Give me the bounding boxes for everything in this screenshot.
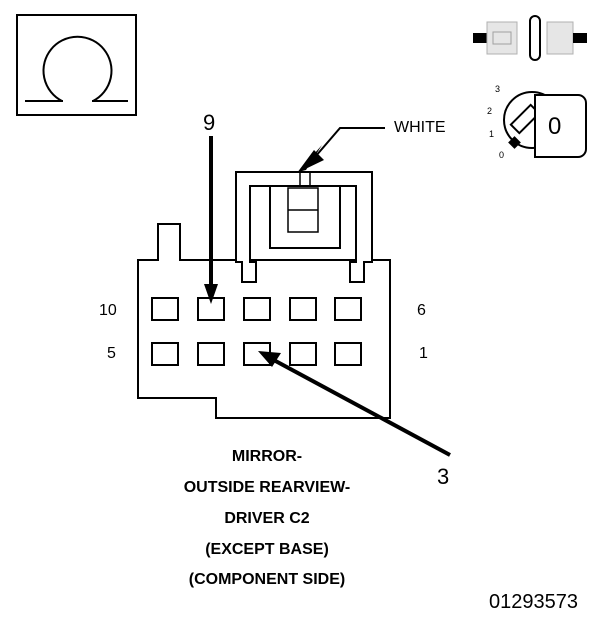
connector-body [137,171,391,419]
pin-3-callout: 3 [437,464,450,489]
cavity-4 [197,342,225,366]
pin-number-1: 1 [419,345,428,362]
ignition-key-icon [503,91,587,158]
pin-number-5: 5 [107,345,116,362]
key-selected-position: 0 [548,113,562,140]
caption-line-4: (EXCEPT BASE) [205,541,329,558]
cavity-1 [334,342,362,366]
pin-number-10: 10 [99,302,117,319]
caption-line-1: MIRROR- [231,448,303,465]
key-position-0: 0 [499,150,505,160]
pin-3-arrow [269,356,451,457]
figure-id: 01293573 [489,591,578,613]
caption-line-5: (COMPONENT SIDE) [188,571,346,588]
wire-color-label: WHITE [394,119,446,136]
cavity-10 [151,297,179,321]
inline-connector-icon [473,15,587,61]
key-position-1: 1 [489,129,495,139]
caption-line-2: OUTSIDE REARVIEW- [183,479,351,496]
leader-arrows [204,127,451,457]
key-position-2: 2 [487,106,493,116]
cavity-5 [151,342,179,366]
pin-number-6: 6 [417,302,426,319]
caption-line-3: DRIVER C2 [224,510,310,527]
key-position-3: 3 [495,84,501,94]
white-leader-line [308,127,385,165]
pin-cavities [151,297,362,366]
cavity-6 [334,297,362,321]
cavity-7 [289,297,317,321]
cavity-8 [243,297,271,321]
cavity-2 [289,342,317,366]
pin-9-callout: 9 [203,110,216,135]
ohm-symbol-icon [16,14,137,116]
